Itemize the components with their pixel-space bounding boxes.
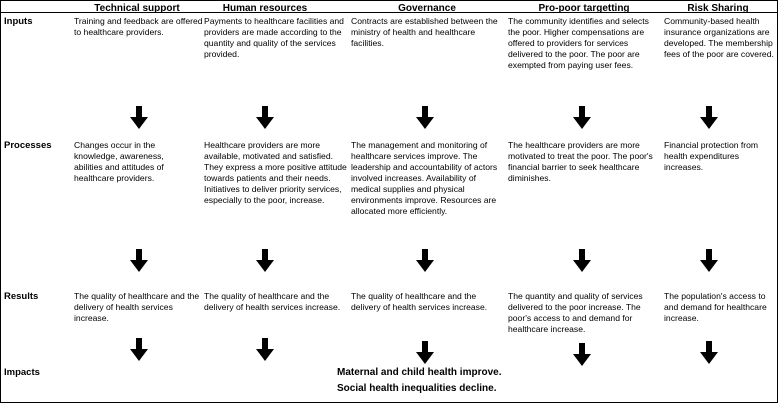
process-governance: The management and monitoring of healthc… xyxy=(351,140,498,216)
column-header-governance: Governance xyxy=(398,3,456,14)
down-arrow-icon xyxy=(573,106,591,129)
column-header-risk-sharing: Risk Sharing xyxy=(687,3,749,14)
result-technical-support: The quality of healthcare and the delive… xyxy=(74,291,200,323)
column-header-technical-support: Technical support xyxy=(94,3,180,14)
process-human-resources: Healthcare providers are more available,… xyxy=(204,140,347,205)
down-arrow-icon xyxy=(256,249,274,272)
row-label-processes: Processes xyxy=(4,140,52,151)
impact-health-inequalities: Social health inequalities decline. xyxy=(337,383,497,394)
header-divider xyxy=(0,12,777,13)
result-governance: The quality of healthcare and the delive… xyxy=(351,291,488,312)
process-risk-sharing: Financial protection from health expendi… xyxy=(664,140,759,172)
process-technical-support: Changes occur in the knowledge, awarenes… xyxy=(74,140,164,183)
down-arrow-icon xyxy=(700,106,718,129)
row-label-impacts: Impacts xyxy=(4,367,40,378)
result-risk-sharing: The population's access to and demand fo… xyxy=(664,291,767,323)
input-technical-support: Training and feedback are offered to hea… xyxy=(74,16,203,37)
impact-maternal-child-health: Maternal and child health improve. xyxy=(337,367,502,378)
column-header-human-resources: Human resources xyxy=(222,3,308,14)
down-arrow-icon xyxy=(573,343,591,366)
down-arrow-icon xyxy=(256,338,274,361)
down-arrow-icon xyxy=(573,249,591,272)
down-arrow-icon xyxy=(416,341,434,364)
input-risk-sharing: Community-based health insurance organiz… xyxy=(664,16,774,59)
down-arrow-icon xyxy=(130,106,148,129)
result-pro-poor-targetting: The quantity and quality of services del… xyxy=(508,291,643,334)
down-arrow-icon xyxy=(700,249,718,272)
process-pro-poor-targetting: The healthcare providers are more motiva… xyxy=(508,140,653,183)
down-arrow-icon xyxy=(256,106,274,129)
input-human-resources: Payments to healthcare facilities and pr… xyxy=(204,16,344,59)
column-header-pro-poor-targetting: Pro-poor targetting xyxy=(538,3,630,14)
down-arrow-icon xyxy=(130,249,148,272)
result-human-resources: The quality of healthcare and the delive… xyxy=(204,291,341,312)
input-pro-poor-targetting: The community identifies and selects the… xyxy=(508,16,649,70)
row-label-results: Results xyxy=(4,291,39,302)
down-arrow-icon xyxy=(416,106,434,129)
input-governance: Contracts are established between the mi… xyxy=(351,16,498,48)
down-arrow-icon xyxy=(700,341,718,364)
down-arrow-icon xyxy=(130,338,148,361)
row-label-inputs: Inputs xyxy=(4,16,33,27)
down-arrow-icon xyxy=(416,249,434,272)
